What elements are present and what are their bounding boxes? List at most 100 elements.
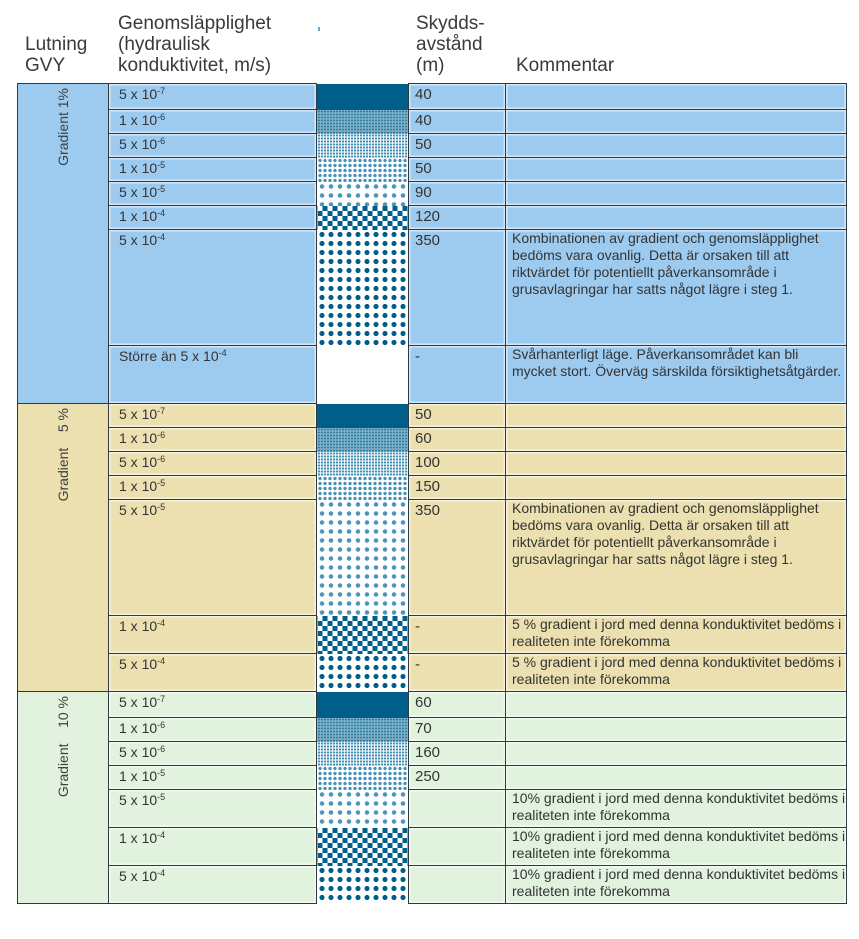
distance-cell: 70 xyxy=(408,717,506,742)
conductivity-cell: 1 x 10-6 xyxy=(108,717,317,742)
distance-cell: 160 xyxy=(408,741,506,766)
conductivity-cell: 5 x 10-6 xyxy=(108,133,317,158)
conductivity-exponent: -4 xyxy=(157,830,166,840)
comment-cell xyxy=(505,691,847,718)
conductivity-base: 1 x 10 xyxy=(119,618,158,634)
distance-cell xyxy=(408,827,506,866)
conductivity-exponent: -5 xyxy=(157,502,166,512)
pattern-swatch-sparse xyxy=(316,181,409,206)
conductivity-cell: 1 x 10-5 xyxy=(108,765,317,790)
distance-cell xyxy=(408,865,506,904)
conductivity-exponent: -4 xyxy=(157,232,166,242)
pattern-swatch-medium xyxy=(316,133,409,158)
pattern-swatch-medium xyxy=(316,451,409,476)
distance-cell: - xyxy=(408,615,506,654)
conductivity-cell: 1 x 10-5 xyxy=(108,475,317,500)
table-row: 5 x 10-4-5 % gradient i jord med denna k… xyxy=(18,653,847,692)
comment-cell xyxy=(505,427,847,452)
conductivity-exponent: -5 xyxy=(157,478,166,488)
pattern-swatch-medium xyxy=(316,741,409,766)
conductivity-exponent: -7 xyxy=(157,406,166,416)
distance-cell: 250 xyxy=(408,765,506,790)
conductivity-base: 1 x 10 xyxy=(119,112,158,128)
conductivity-base: 5 x 10 xyxy=(119,694,158,710)
table-row: 1 x 10-4-5 % gradient i jord med denna k… xyxy=(18,615,847,654)
distance-cell: 350 xyxy=(408,499,506,616)
conductivity-cell: 1 x 10-5 xyxy=(108,157,317,182)
comment-cell: Kombinationen av gradient och genomsläpp… xyxy=(505,229,847,346)
distance-cell: 60 xyxy=(408,427,506,452)
header-genomslapplighet: Genomsläpplighet (hydraulisk konduktivit… xyxy=(118,13,272,76)
conductivity-cell: 1 x 10-6 xyxy=(108,427,317,452)
conductivity-base: 5 x 10 xyxy=(119,136,158,152)
distance-cell: 40 xyxy=(408,109,506,134)
comment-cell: Kombinationen av gradient och genomsläpp… xyxy=(505,499,847,616)
distance-cell: 150 xyxy=(408,475,506,500)
conductivity-exponent: -4 xyxy=(157,618,166,628)
conductivity-cell: Större än 5 x 10-4 xyxy=(108,345,317,404)
conductivity-base: 1 x 10 xyxy=(119,720,158,736)
comment-cell xyxy=(505,157,847,182)
distance-cell: 50 xyxy=(408,403,506,428)
conductivity-cell: 5 x 10-5 xyxy=(108,499,317,616)
distance-cell: 350 xyxy=(408,229,506,346)
pattern-swatch-light xyxy=(316,765,409,790)
pattern-swatch-dense xyxy=(316,109,409,134)
comment-cell xyxy=(505,451,847,476)
table-row: 1 x 10-5 250 xyxy=(18,765,847,790)
conductivity-exponent: -5 xyxy=(157,184,166,194)
conductivity-exponent: -6 xyxy=(157,744,166,754)
distance-cell: - xyxy=(408,345,506,404)
stray-mark xyxy=(318,27,320,31)
table-row: 1 x 10-6 70 xyxy=(18,717,847,742)
conductivity-base: 5 x 10 xyxy=(119,744,158,760)
conductivity-base: 1 x 10 xyxy=(119,160,158,176)
pattern-swatch-white xyxy=(316,345,409,404)
conductivity-cell: 1 x 10-4 xyxy=(108,205,317,230)
conductivity-exponent: -4 xyxy=(218,348,227,358)
comment-cell xyxy=(505,109,847,134)
header-kommentar: Kommentar xyxy=(516,55,615,76)
table-row: 5 x 10-6 160 xyxy=(18,741,847,766)
comment-cell xyxy=(505,403,847,428)
conductivity-base: 5 x 10 xyxy=(119,184,158,200)
distance-cell: 50 xyxy=(408,133,506,158)
table-row: 5 x 10-6 50 xyxy=(18,133,847,158)
header-skyddsavstand: Skydds- avstånd (m) xyxy=(416,13,485,76)
pattern-swatch-checker xyxy=(316,615,409,654)
conductivity-base: 1 x 10 xyxy=(119,478,158,494)
table-row: 1 x 10-6 40 xyxy=(18,109,847,134)
conductivity-base: Större än 5 x 10 xyxy=(119,348,219,364)
gradient-label: Gradient 1% xyxy=(54,88,71,166)
conductivity-base: 5 x 10 xyxy=(119,232,158,248)
comment-cell xyxy=(505,765,847,790)
pattern-swatch-light xyxy=(316,157,409,182)
distance-cell: 100 xyxy=(408,451,506,476)
conductivity-base: 5 x 10 xyxy=(119,868,158,884)
conductivity-cell: 1 x 10-6 xyxy=(108,109,317,134)
conductivity-cell: 5 x 10-5 xyxy=(108,789,317,828)
comment-cell: 5 % gradient i jord med denna konduktivi… xyxy=(505,653,847,692)
gradient-group-cell: Gradient 10 % xyxy=(17,691,109,904)
table-row: Större än 5 x 10-4-Svårhanterligt läge. … xyxy=(18,345,847,404)
pattern-swatch-solid xyxy=(316,83,409,110)
comment-cell: 10% gradient i jord med denna konduktivi… xyxy=(505,865,847,904)
gradient-label: Gradient 5 % xyxy=(54,408,71,502)
conductivity-base: 5 x 10 xyxy=(119,454,158,470)
conductivity-exponent: -6 xyxy=(157,454,166,464)
table-row: 1 x 10-6 60 xyxy=(18,427,847,452)
gradient-group-cell: Gradient 5 % xyxy=(17,403,109,692)
conductivity-exponent: -5 xyxy=(157,160,166,170)
conductivity-cell: 5 x 10-7 xyxy=(108,691,317,718)
conductivity-cell: 5 x 10-6 xyxy=(108,451,317,476)
conductivity-base: 5 x 10 xyxy=(119,406,158,422)
gradient-label: Gradient 10 % xyxy=(54,696,71,798)
comment-cell xyxy=(505,717,847,742)
